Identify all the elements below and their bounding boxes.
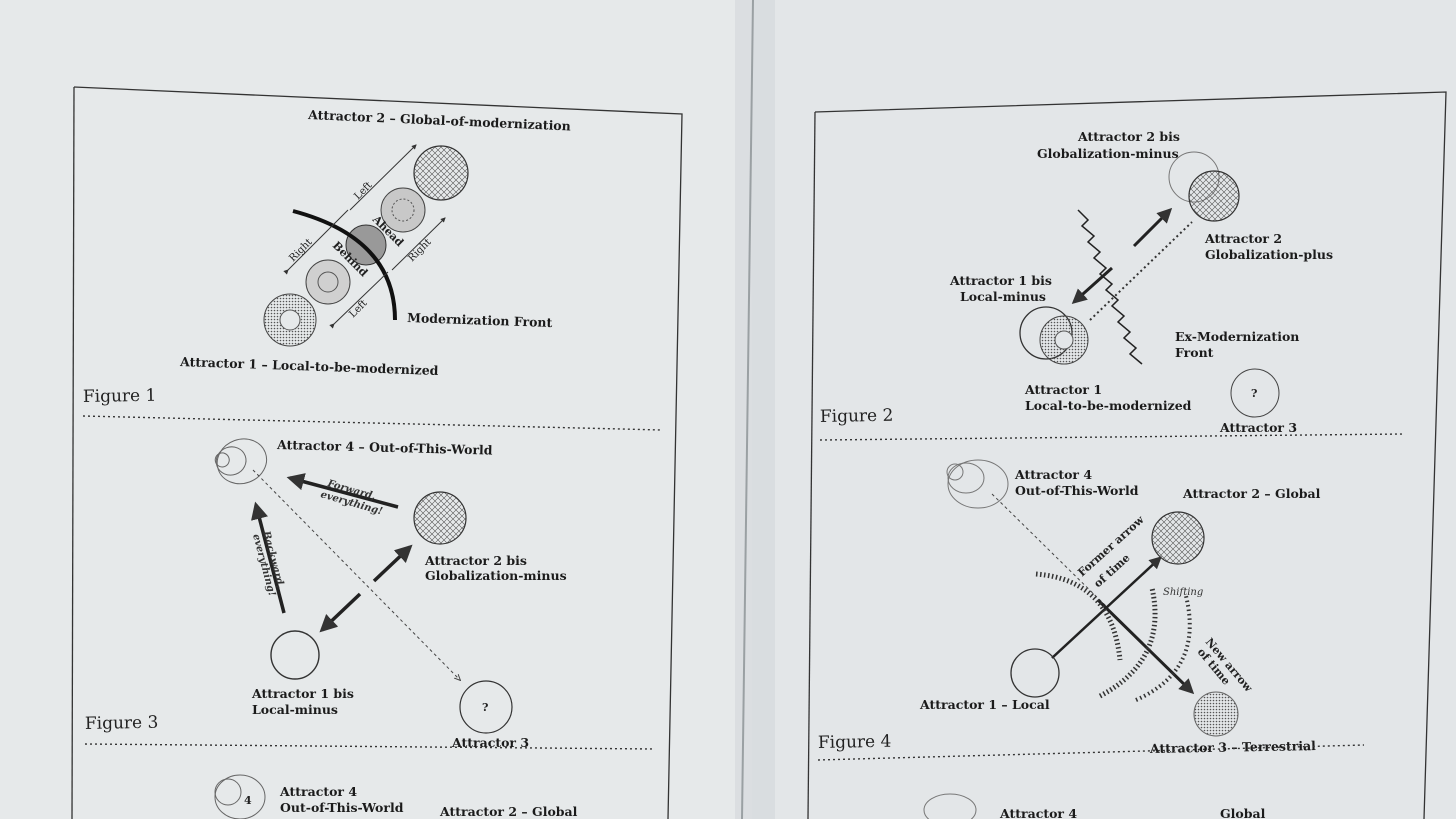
next-attractor-4-label-2: Out-of-This-World — [280, 800, 404, 815]
f2-zigzag-front — [1077, 209, 1143, 365]
f2-attractor-1-label-2: Local-to-be-modernized — [1025, 398, 1192, 413]
right-page — [752, 0, 1456, 819]
f3-dotted-path — [252, 469, 460, 680]
f2-caption: Figure 2 — [820, 406, 894, 427]
f2-attractor-2bis-label-1: Attractor 2 bis — [1077, 129, 1180, 144]
f2-attractor-2-label-2: Globalization-plus — [1205, 247, 1333, 262]
f4-caption: Figure 4 — [818, 732, 892, 753]
f1-divider — [82, 415, 663, 431]
book-spine — [741, 0, 754, 819]
f4-attractor-3-label: Attractor 3 – Terrestrial — [1149, 738, 1316, 756]
f4-out-of-world-icon — [946, 459, 1009, 509]
f1-front-label: Modernization Front — [407, 310, 553, 330]
left-next-figure: 4 Attractor 4 Out-of-This-World Attracto… — [214, 774, 578, 819]
f3-attractor-2bis-label-1: Attractor 2 bis — [424, 553, 527, 568]
right-frame — [814, 91, 1447, 819]
next-attractor-2-label: Attractor 2 – Global — [439, 804, 578, 819]
f3-question-mark: ? — [482, 701, 488, 714]
f3-local-minus-icon — [270, 630, 320, 680]
f4-attractor-1-label: Attractor 1 – Local — [919, 697, 1050, 712]
f2-down-arrow — [1071, 266, 1114, 305]
f2-attractor-2-label-1: Attractor 2 — [1204, 231, 1282, 246]
f4-attractor-4-label-2: Out-of-This-World — [1015, 483, 1139, 498]
f2-front-label-1: Ex-Modernization — [1175, 329, 1299, 344]
f3-out-of-world-icon — [214, 438, 268, 485]
right-next-figure: Attractor 4 Global — [923, 793, 1266, 819]
f4-shifting-arc-1 — [1035, 571, 1123, 661]
f3-attractor-3-label: Attractor 3 — [451, 735, 529, 750]
f2-dotted-path — [1089, 221, 1193, 321]
f3-divider — [84, 743, 656, 750]
f4-terrestrial-icon — [1193, 691, 1239, 737]
f3-attractor-2bis-label-2: Globalization-minus — [425, 568, 567, 583]
right-frame-side — [807, 111, 816, 819]
f3-attractor-1bis-label-2: Local-minus — [252, 702, 338, 717]
f1-mid-globe-icon — [380, 187, 426, 233]
f4-shifting-label: Shifting — [1163, 587, 1203, 598]
right-next-out-of-world-icon — [923, 793, 977, 819]
gutter-shadow — [735, 0, 775, 819]
f3-attractor-1bis-label-1: Attractor 1 bis — [251, 686, 354, 701]
f3-forward-arrow — [286, 473, 399, 509]
f2-globe-plus-icon — [1188, 170, 1240, 222]
f3-attractor-3-icon — [459, 680, 513, 734]
f1-caption: Figure 1 — [83, 386, 157, 407]
next-number-label: 4 — [244, 794, 252, 807]
f1-modernization-front — [292, 209, 397, 321]
f4-shifting-arc-2 — [1098, 587, 1158, 699]
f1-local-blob-icon — [305, 259, 351, 305]
f2-attractor-2bis-label-2: Globalization-minus — [1037, 146, 1179, 161]
next-out-of-world-icon — [214, 774, 266, 819]
f4-shifting-arc-3 — [1135, 595, 1192, 702]
next-attractor-4-label-1: Attractor 4 — [279, 784, 357, 799]
right-next-attractor-4-label: Attractor 4 — [999, 806, 1077, 819]
f2-question-mark: ? — [1251, 387, 1257, 400]
figure-2: Attractor 2 bis Globalization-minus Attr… — [819, 129, 1405, 441]
f2-up-arrow — [1132, 207, 1173, 248]
f2-divider — [819, 433, 1405, 441]
f3-up-arrow — [372, 544, 413, 583]
f2-attractor-1bis-label-2: Local-minus — [960, 289, 1046, 304]
f4-globe-icon — [1151, 511, 1205, 565]
f1-global-globe-icon — [413, 145, 469, 201]
f4-attractor-4-label-1: Attractor 4 — [1014, 467, 1092, 482]
left-frame — [73, 86, 683, 819]
f3-caption: Figure 3 — [85, 713, 159, 734]
f4-local-icon — [1010, 648, 1060, 698]
right-next-global-label: Global — [1220, 806, 1266, 819]
left-frame-side — [71, 86, 75, 819]
f3-down-arrow — [319, 592, 362, 633]
f4-attractor-2-label: Attractor 2 – Global — [1182, 486, 1321, 501]
f3-globe-icon — [413, 491, 467, 545]
left-page — [0, 0, 752, 819]
f2-attractor-1bis-label-1: Attractor 1 bis — [949, 273, 1052, 288]
f4-new-arrow — [1096, 598, 1195, 695]
f3-backward-arrow — [251, 501, 286, 614]
f2-attractor-3-icon — [1230, 368, 1280, 418]
f2-attractor-1-label-1: Attractor 1 — [1024, 382, 1102, 397]
f1-behind-globe-icon — [345, 224, 387, 266]
f3-attractor-4-label: Attractor 4 – Out-of-This-World — [276, 437, 493, 458]
f2-front-label-2: Front — [1175, 345, 1214, 360]
f4-divider — [817, 744, 1365, 761]
f2-attractor-3-label: Attractor 3 — [1219, 420, 1297, 435]
